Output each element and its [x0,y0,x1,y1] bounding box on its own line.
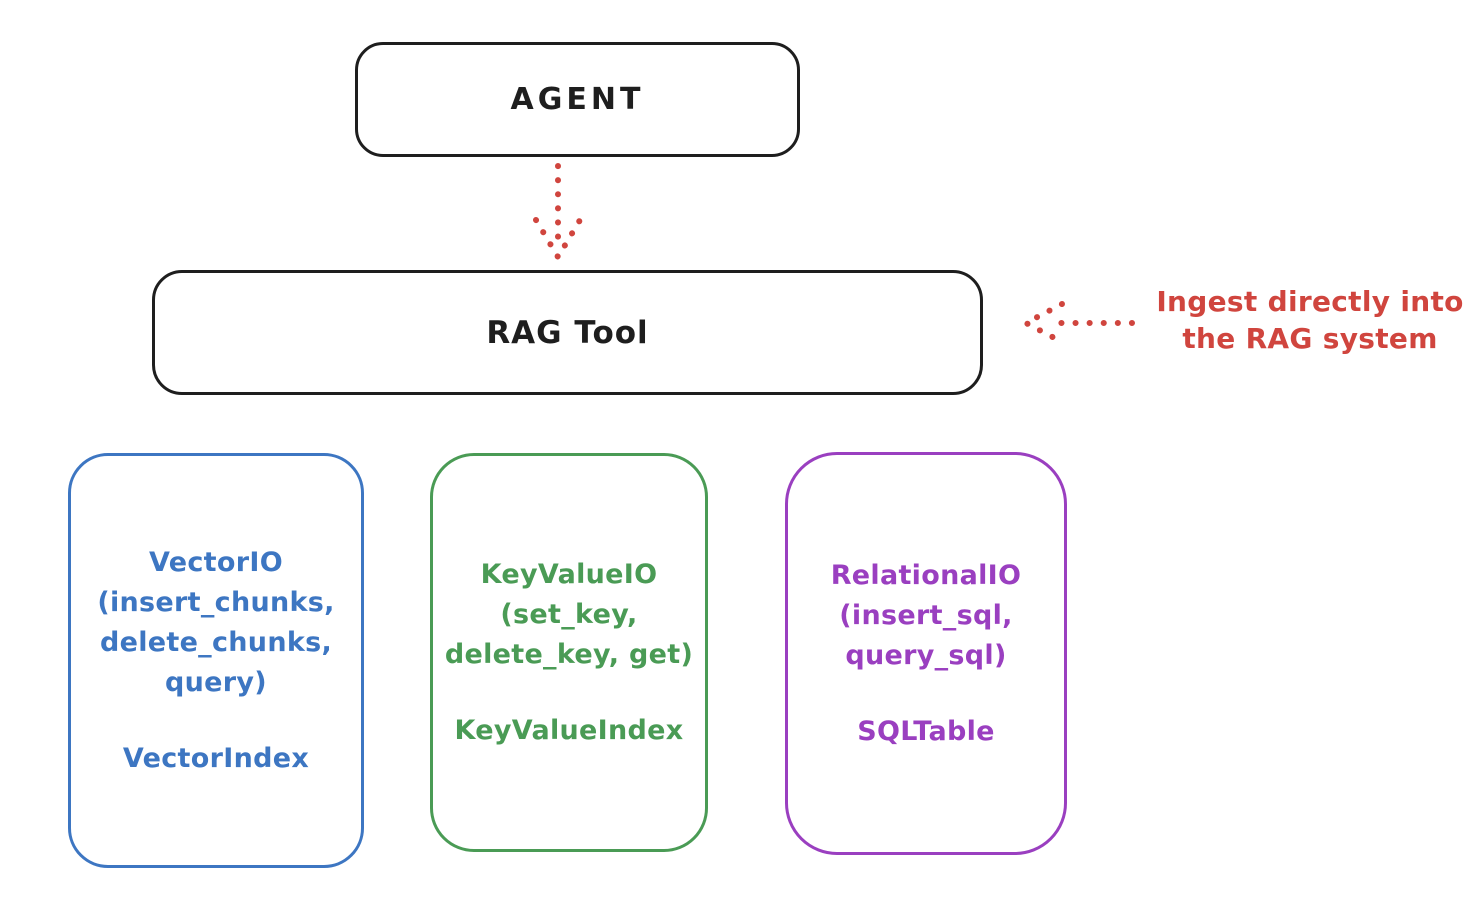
annotation-ingest: Ingest directly into the RAG system [1135,283,1484,357]
node-rag-tool: RAG Tool [152,270,983,395]
node-relational-io: RelationalIO (insert_sql, query_sql) SQL… [785,452,1067,855]
node-relational-io-index-label: SQLTable [857,715,995,747]
node-relational-io-title: RelationalIO [830,559,1022,591]
annotation-ingest-line-2: the RAG system [1182,322,1438,355]
node-vector-io-methods-line-2: delete_chunks, [99,626,333,658]
node-vector-io: VectorIO (insert_chunks, delete_chunks, … [68,453,364,868]
node-vector-io-methods-line-1: (insert_chunks, [97,586,335,618]
node-key-value-io-title: KeyValueIO [480,558,658,590]
node-key-value-io-methods-line-1: (set_key, [500,598,638,630]
node-vector-io-title: VectorIO [149,546,283,578]
node-rag-tool-label: RAG Tool [486,314,649,351]
node-agent-label: AGENT [510,82,645,117]
arrow-agent-to-rag-tool-icon [533,163,583,260]
node-agent: AGENT [355,42,800,157]
annotation-ingest-line-1: Ingest directly into [1156,285,1464,318]
node-relational-io-methods-line-2: query_sql) [845,639,1007,671]
node-relational-io-methods-line-1: (insert_sql, [839,599,1013,631]
node-vector-io-methods-line-3: query) [165,666,267,698]
node-key-value-io-index-label: KeyValueIndex [454,714,684,746]
node-key-value-io-methods-line-2: delete_key, get) [444,638,694,670]
arrow-annotation-to-rag-tool-icon [1023,301,1135,345]
node-vector-io-index-label: VectorIndex [122,742,310,774]
node-key-value-io: KeyValueIO (set_key, delete_key, get) Ke… [430,453,708,852]
